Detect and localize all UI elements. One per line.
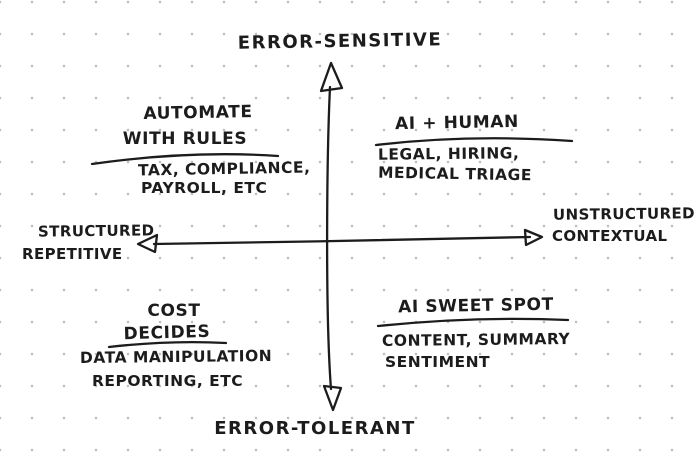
quadrant-bl-detail-line2: REPORTING, ETC — [92, 372, 244, 390]
quadrant-tl-detail-line1: TAX, COMPLIANCE, — [137, 158, 311, 180]
quadrant-tr-detail-line2: MEDICAL TRIAGE — [377, 163, 533, 185]
axis-label-error-sensitive: ERROR-SENSITIVE — [237, 29, 443, 54]
quadrant-tl-title-line1: AUTOMATE — [143, 102, 253, 124]
vertical-axis-line — [325, 85, 333, 391]
quadrant-br-title: AI SWEET SPOT — [397, 294, 554, 318]
quadrant-tr-detail-line1: LEGAL, HIRING, — [377, 144, 520, 164]
quadrant-bl-title-line1: COST — [147, 301, 201, 321]
quadrant-br-detail-line2: SENTIMENT — [385, 353, 491, 371]
quadrant-tl-title-line2: WITH RULES — [122, 129, 248, 149]
horizontal-axis-line — [152, 235, 532, 246]
axis-label-error-tolerant: ERROR-TOLERANT — [214, 418, 416, 439]
quadrant-tr-title: AI + HUMAN — [394, 111, 520, 135]
quadrant-tl-detail-line2: PAYROLL, ETC — [141, 179, 268, 197]
axis-label-structured: STRUCTURED — [37, 221, 155, 241]
arrowhead-right-icon — [523, 228, 544, 247]
quadrant-bl-title-line2: DECIDES — [123, 321, 211, 345]
axis-label-unstructured: UNSTRUCTURED — [552, 204, 696, 224]
underline-ai-sweet-spot — [376, 317, 570, 328]
axis-label-contextual: CONTEXTUAL — [552, 227, 668, 245]
quadrant-br-detail-line1: CONTENT, SUMMARY — [381, 330, 571, 350]
axis-label-repetitive: REPETITIVE — [22, 245, 123, 263]
quadrant-bl-detail-line1: DATA MANIPULATION — [79, 346, 273, 368]
arrowhead-down-icon — [322, 384, 343, 412]
arrowhead-up-icon — [319, 61, 344, 93]
